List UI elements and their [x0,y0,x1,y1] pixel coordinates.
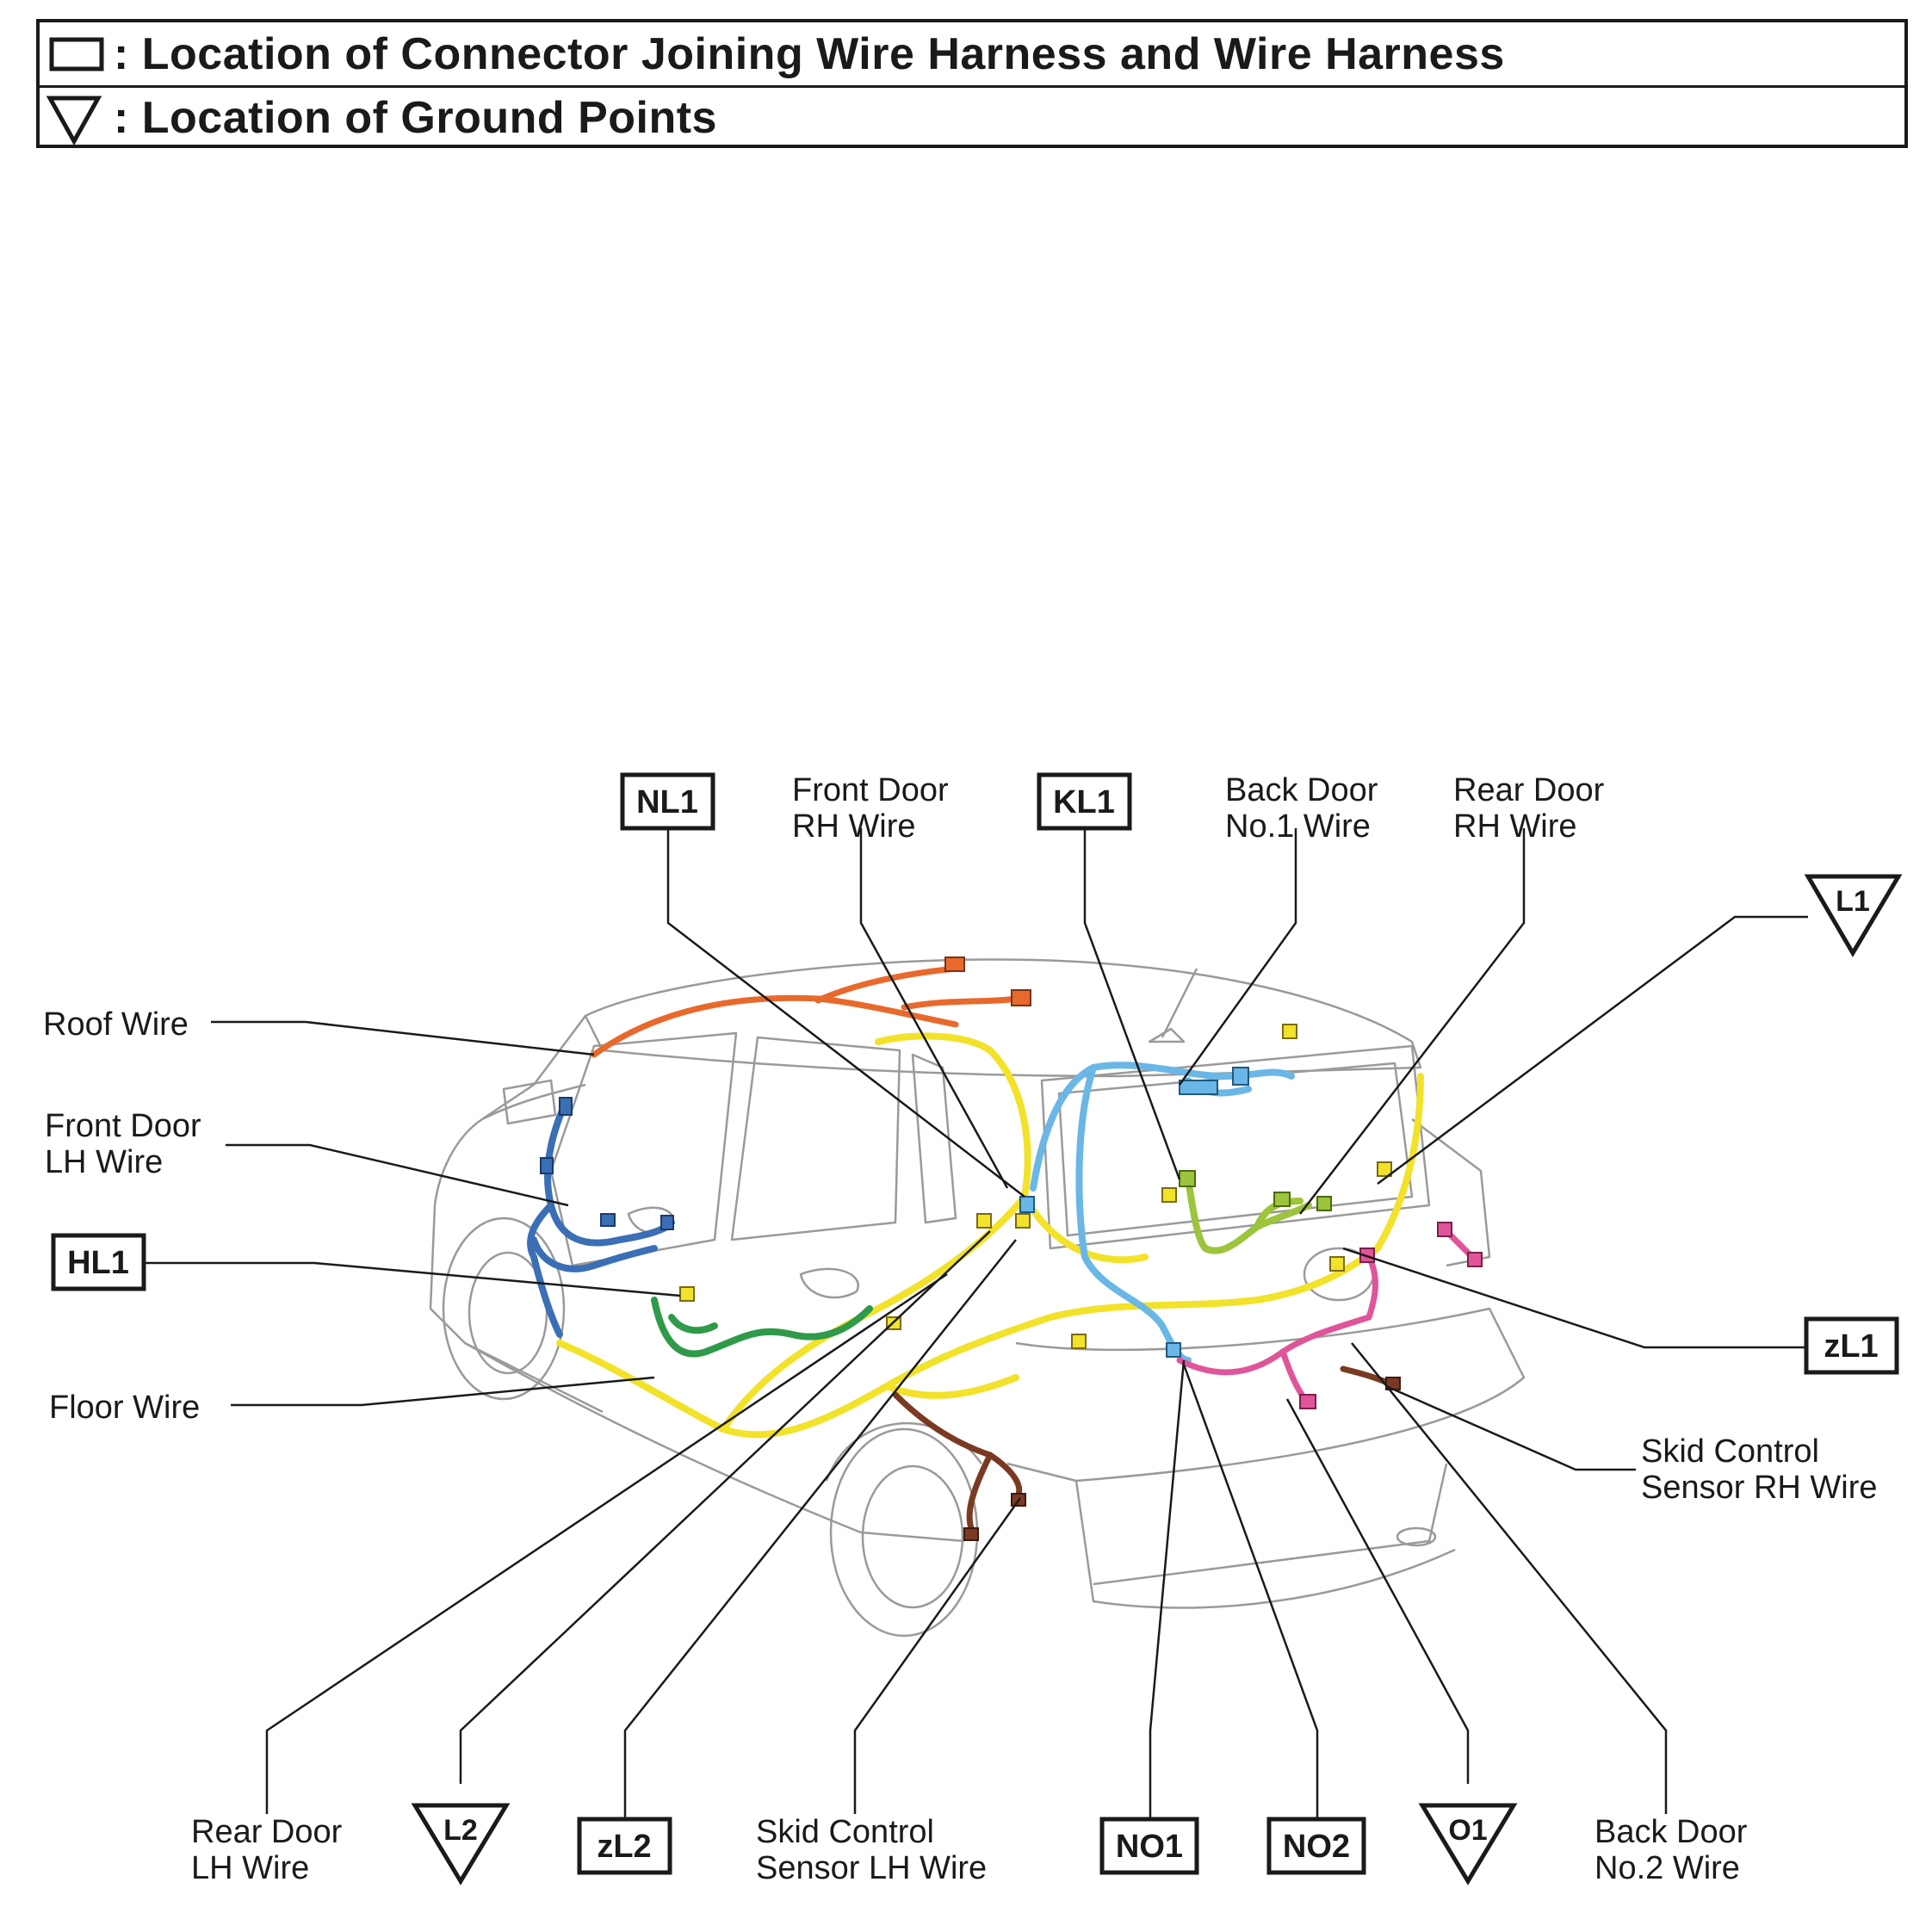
harness-front-door-lh [527,1103,675,1338]
label-front-door-lh-line2: LH Wire [45,1144,163,1180]
label-front-door-lh-line1: Front Door [45,1108,201,1144]
ground-l2[interactable]: L2 [411,1803,511,1885]
ground-l2-label: L2 [443,1814,478,1847]
label-rear-door-rh-line2: RH Wire [1453,808,1577,845]
connector-nl1-label: NL1 [636,784,698,820]
connector-zl2[interactable]: zL2 [577,1817,672,1875]
vehicle-body-outline [429,958,1526,1638]
label-roof-wire: Roof Wire [43,1006,189,1043]
harness-roof-wire [591,965,1019,1058]
harness-roof-connectors [944,956,1031,1006]
label-floor-wire: Floor Wire [49,1390,200,1426]
label-back-door-no2-line1: Back Door [1595,1814,1748,1850]
connector-kl1-label: KL1 [1053,784,1115,820]
label-skid-lh-line1: Skid Control [756,1814,934,1850]
label-rear-door-rh-line1: Rear Door [1453,772,1605,808]
legend-box: : Location of Connector Joining Wire Har… [36,19,1908,148]
harness-back-door-no2 [1176,1228,1476,1407]
connector-hl1[interactable]: HL1 [51,1233,146,1291]
label-skid-rh-line2: Sensor RH Wire [1641,1470,1878,1506]
ground-l1[interactable]: L1 [1804,874,1903,957]
legend-ground-text: : Location of Ground Points [114,92,717,143]
label-rear-door-lh-line2: LH Wire [191,1850,309,1886]
connector-zl2-label: zL2 [597,1829,651,1865]
harness-rear-door-rh-connectors [1179,1170,1332,1211]
harness-back-door-no1-connectors [1019,1067,1249,1358]
harness-back-door-no2-connectors [1299,1222,1483,1409]
ground-o1-label: O1 [1448,1814,1487,1847]
connector-zl1-label: zL1 [1824,1328,1878,1365]
connector-nl1[interactable]: NL1 [620,772,715,831]
label-skid-lh-line2: Sensor LH Wire [756,1850,987,1886]
legend-ground-row: : Location of Ground Points [40,86,1904,149]
legend-connector-row: : Location of Connector Joining Wire Har… [40,22,1904,88]
label-front-door-rh-line1: Front Door [792,772,949,808]
label-skid-rh-line1: Skid Control [1641,1433,1819,1470]
label-back-door-no1-line1: Back Door [1225,772,1378,808]
connector-no2[interactable]: NO2 [1266,1817,1366,1875]
legend-connector-text: : Location of Connector Joining Wire Har… [114,28,1505,79]
label-rear-door-lh-line1: Rear Door [191,1814,343,1850]
connector-kl1[interactable]: KL1 [1037,772,1132,831]
ground-l1-label: L1 [1836,885,1870,918]
ground-o1[interactable]: O1 [1418,1803,1518,1885]
harness-front-door-lh-connectors [540,1097,674,1230]
harness-skid-connectors [963,1377,1401,1541]
connector-symbol-icon [40,22,143,85]
harness-floor-green [651,1297,873,1358]
label-back-door-no2-line2: No.2 Wire [1595,1850,1740,1886]
label-back-door-no1-line2: No.1 Wire [1225,808,1371,845]
ground-symbol-icon [40,86,143,149]
connector-no1-label: NO1 [1116,1829,1183,1865]
label-front-door-rh-line2: RH Wire [792,808,916,845]
connector-zl1[interactable]: zL1 [1804,1316,1899,1375]
connector-no1[interactable]: NO1 [1099,1817,1199,1875]
leader-lines [145,828,1808,1819]
connector-no2-label: NO2 [1283,1829,1350,1865]
connector-hl1-label: HL1 [67,1245,129,1281]
